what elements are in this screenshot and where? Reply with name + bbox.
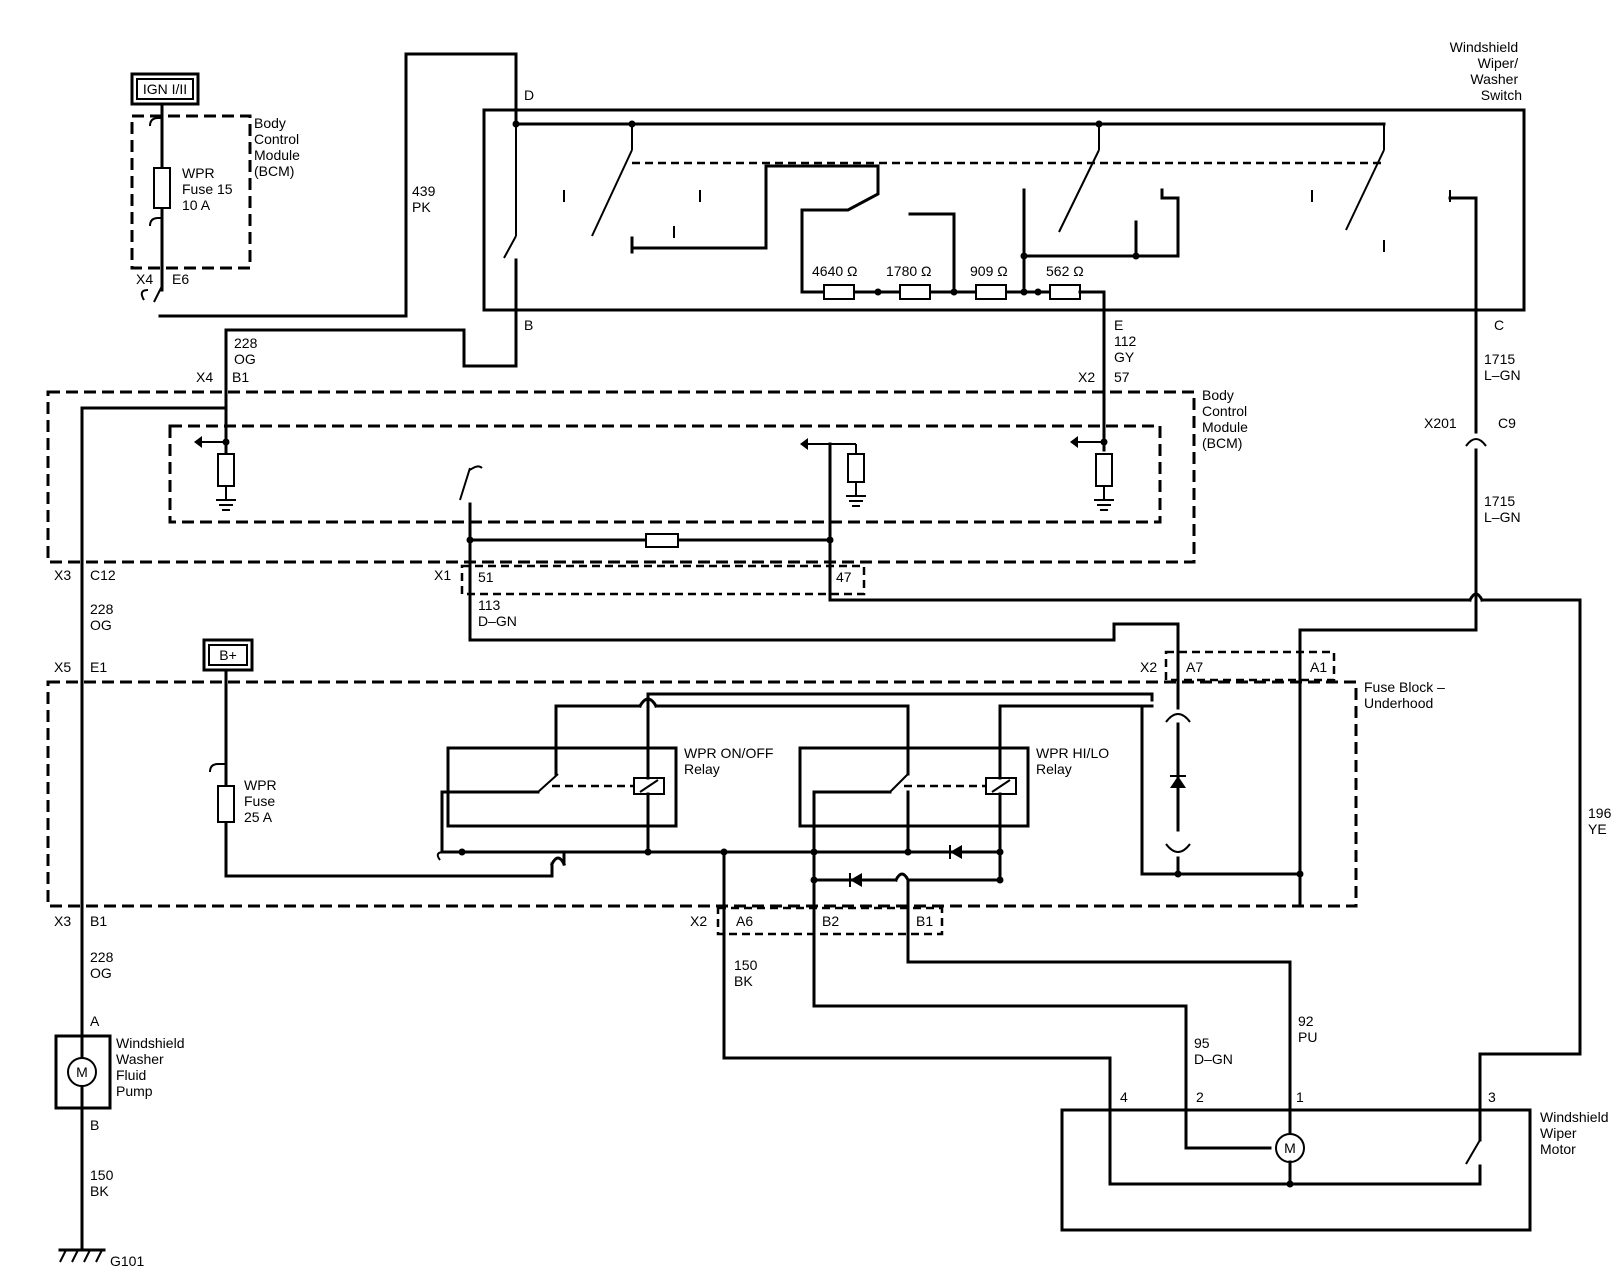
wiper-motor-m: M <box>1284 1140 1296 1156</box>
b2-label: B2 <box>822 913 839 929</box>
onoff-relay-box <box>446 746 678 828</box>
bcm-fuse-box <box>130 114 252 270</box>
resistor-4640 <box>823 284 855 300</box>
resistor-562-label: 562 Ω <box>1046 263 1084 279</box>
resistor-909 <box>975 284 1007 300</box>
bcm-top-label: Body Control Module (BCM) <box>254 115 304 179</box>
motor-pin-1: 1 <box>1296 1089 1304 1105</box>
hilo-relay-label: WPR HI/LO Relay <box>1036 745 1113 777</box>
b1-label: B1 <box>916 913 933 929</box>
pin-e: E <box>1114 317 1123 333</box>
motor-pin-2: 2 <box>1196 1089 1204 1105</box>
pump-pin-b: B <box>90 1117 99 1133</box>
pin-51: 51 <box>478 569 494 585</box>
resistor-4640-label: 4640 Ω <box>812 263 858 279</box>
motor-pin-4: 4 <box>1120 1089 1128 1105</box>
fuse-wpr-label: WPR Fuse 25 A <box>244 777 281 825</box>
fuse-block-label: Fuse Block – Underhood <box>1364 679 1449 711</box>
fuse-wpr <box>217 785 235 823</box>
washer-pump-m: M <box>76 1064 88 1080</box>
resistor-1780 <box>899 284 931 300</box>
fuse-15-label: WPR Fuse 15 10 A <box>182 165 236 213</box>
wiper-motor-box <box>1060 1108 1532 1232</box>
bplus-box <box>202 638 254 672</box>
wiper-washer-switch-label: Windshield Wiper/ Washer Switch <box>1450 39 1522 103</box>
wiper-washer-switch-box <box>482 108 1526 312</box>
washer-pump-box <box>54 1034 112 1110</box>
pin-c: C <box>1494 317 1504 333</box>
bcm-outer-box <box>46 390 1196 564</box>
onoff-relay-label: WPR ON/OFF Relay <box>684 745 777 777</box>
motor-pin-3: 3 <box>1488 1089 1496 1105</box>
pin-47: 47 <box>836 569 852 585</box>
pump-pin-a: A <box>90 1013 100 1029</box>
fuse-block-box <box>46 680 1358 908</box>
ground-label: G101 <box>110 1253 144 1269</box>
a1-label: A1 <box>1310 659 1327 675</box>
x1-label: X1 <box>434 567 451 583</box>
pin-d: D <box>524 87 534 103</box>
resistor-1780-label: 1780 Ω <box>886 263 932 279</box>
ign-box <box>130 72 200 106</box>
ign-label: IGN I/II <box>143 81 187 97</box>
washer-pump-symbol <box>67 1057 97 1087</box>
washer-pump-label: Windshield Washer Fluid Pump <box>116 1035 188 1099</box>
pin-b: B <box>524 317 533 333</box>
bcm-mid-label: Body Control Module (BCM) <box>1202 387 1252 451</box>
wiper-motor-label: Windshield Wiper Motor <box>1540 1109 1612 1157</box>
fuse-15 <box>153 167 171 209</box>
hilo-relay-box <box>798 746 1030 828</box>
bplus-label: B+ <box>219 647 237 663</box>
resistor-562 <box>1049 284 1081 300</box>
resistor-909-label: 909 Ω <box>970 263 1008 279</box>
bcm-inner-box <box>168 424 1162 524</box>
